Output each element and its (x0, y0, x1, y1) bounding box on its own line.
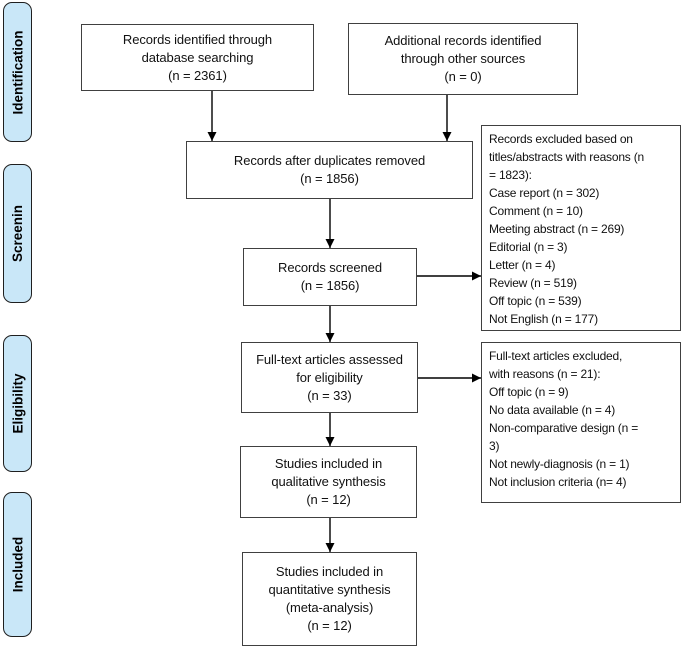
box-text: Full-text articles assessed for eligibil… (256, 351, 403, 403)
box-fulltext-assessed: Full-text articles assessed for eligibil… (241, 342, 418, 413)
box-text: Studies included in qualitative synthesi… (271, 456, 386, 507)
box-text: Additional records identified through ot… (384, 33, 542, 84)
box-records-after-duplicates: Records after duplicates removed (n = 18… (186, 141, 473, 199)
box-text: Records identified through database sear… (122, 31, 273, 83)
box-records-identified-other-sources: Additional records identified through ot… (348, 23, 578, 95)
box-records-screened: Records screened (n = 1856) (243, 248, 417, 306)
stage-pill-identification: Identification (3, 2, 32, 142)
box-text: Records screened (n = 1856) (278, 260, 382, 293)
panel-records-excluded-titles-abstracts: Records excluded based on titles/abstrac… (481, 125, 681, 331)
box-text: Records after duplicates removed (n = 18… (233, 153, 426, 186)
box-text: Studies included in quantitative synthes… (268, 564, 391, 633)
stage-label: Included (10, 536, 26, 593)
panel-fulltext-excluded: Full-text articles excluded, with reason… (481, 342, 681, 503)
box-qualitative-synthesis: Studies included in qualitative synthesi… (240, 446, 417, 518)
box-records-identified-database: Records identified through database sear… (81, 24, 314, 91)
panel-text: Full-text articles excluded, with reason… (489, 349, 639, 489)
stage-label: Eligibility (10, 373, 26, 434)
box-quantitative-synthesis: Studies included in quantitative synthes… (242, 552, 417, 646)
stage-label: Identification (10, 30, 25, 114)
stage-pill-screening: Screenin (3, 164, 32, 303)
stage-label: Screenin (10, 204, 25, 263)
stage-pill-included: Included (3, 492, 32, 637)
stage-pill-eligibility: Eligibility (3, 335, 32, 472)
panel-text: Records excluded based on titles/abstrac… (489, 132, 644, 326)
